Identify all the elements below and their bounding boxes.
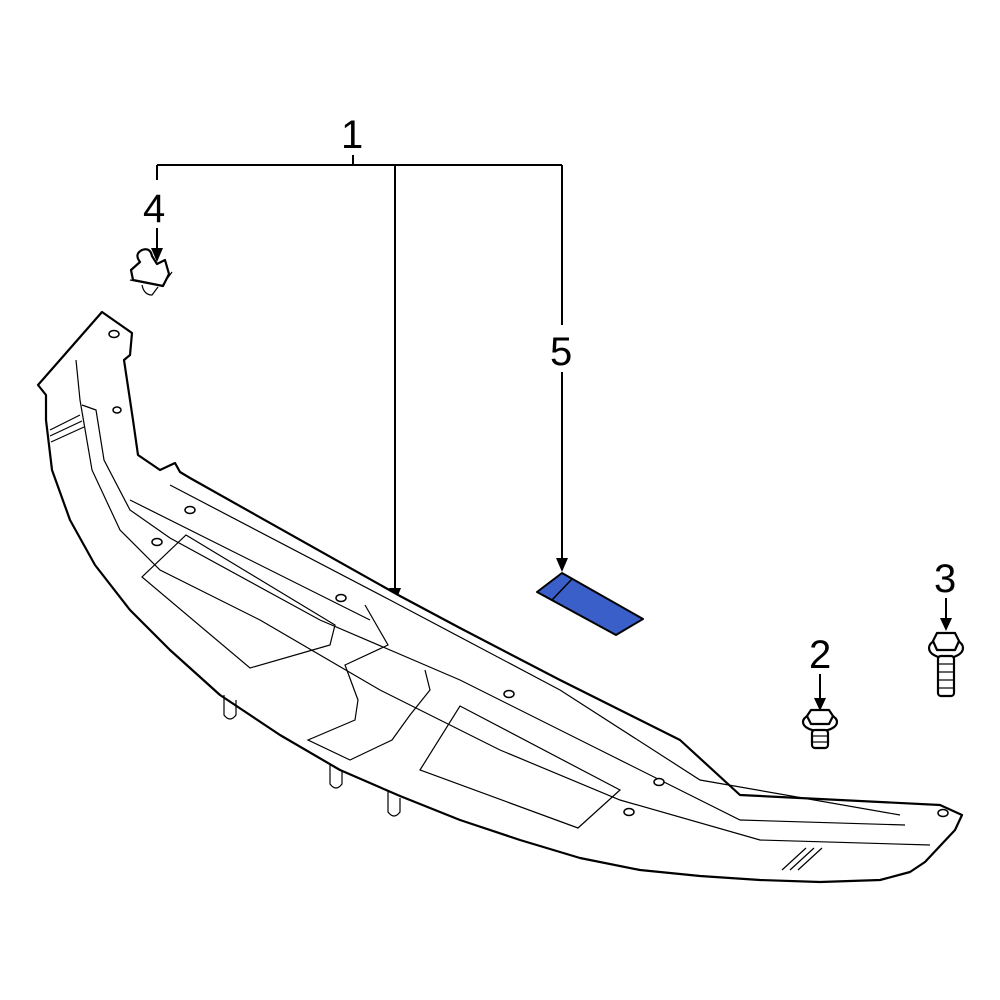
callout-label-2[interactable]: 2	[809, 633, 831, 677]
callout-label-3[interactable]: 3	[934, 557, 956, 601]
seal-strip-part-icon[interactable]	[536, 572, 644, 636]
callout-label-4[interactable]: 4	[143, 187, 165, 231]
short-bolt-part-icon[interactable]	[801, 708, 839, 750]
callout-4-arrow	[151, 228, 163, 262]
callout-label-1[interactable]: 1	[341, 113, 363, 157]
long-bolt-part-icon[interactable]	[927, 631, 965, 698]
clip-part-icon[interactable]	[129, 248, 173, 296]
callout-label-5[interactable]: 5	[550, 330, 572, 374]
radiator-support-cover-part[interactable]	[36, 310, 964, 884]
